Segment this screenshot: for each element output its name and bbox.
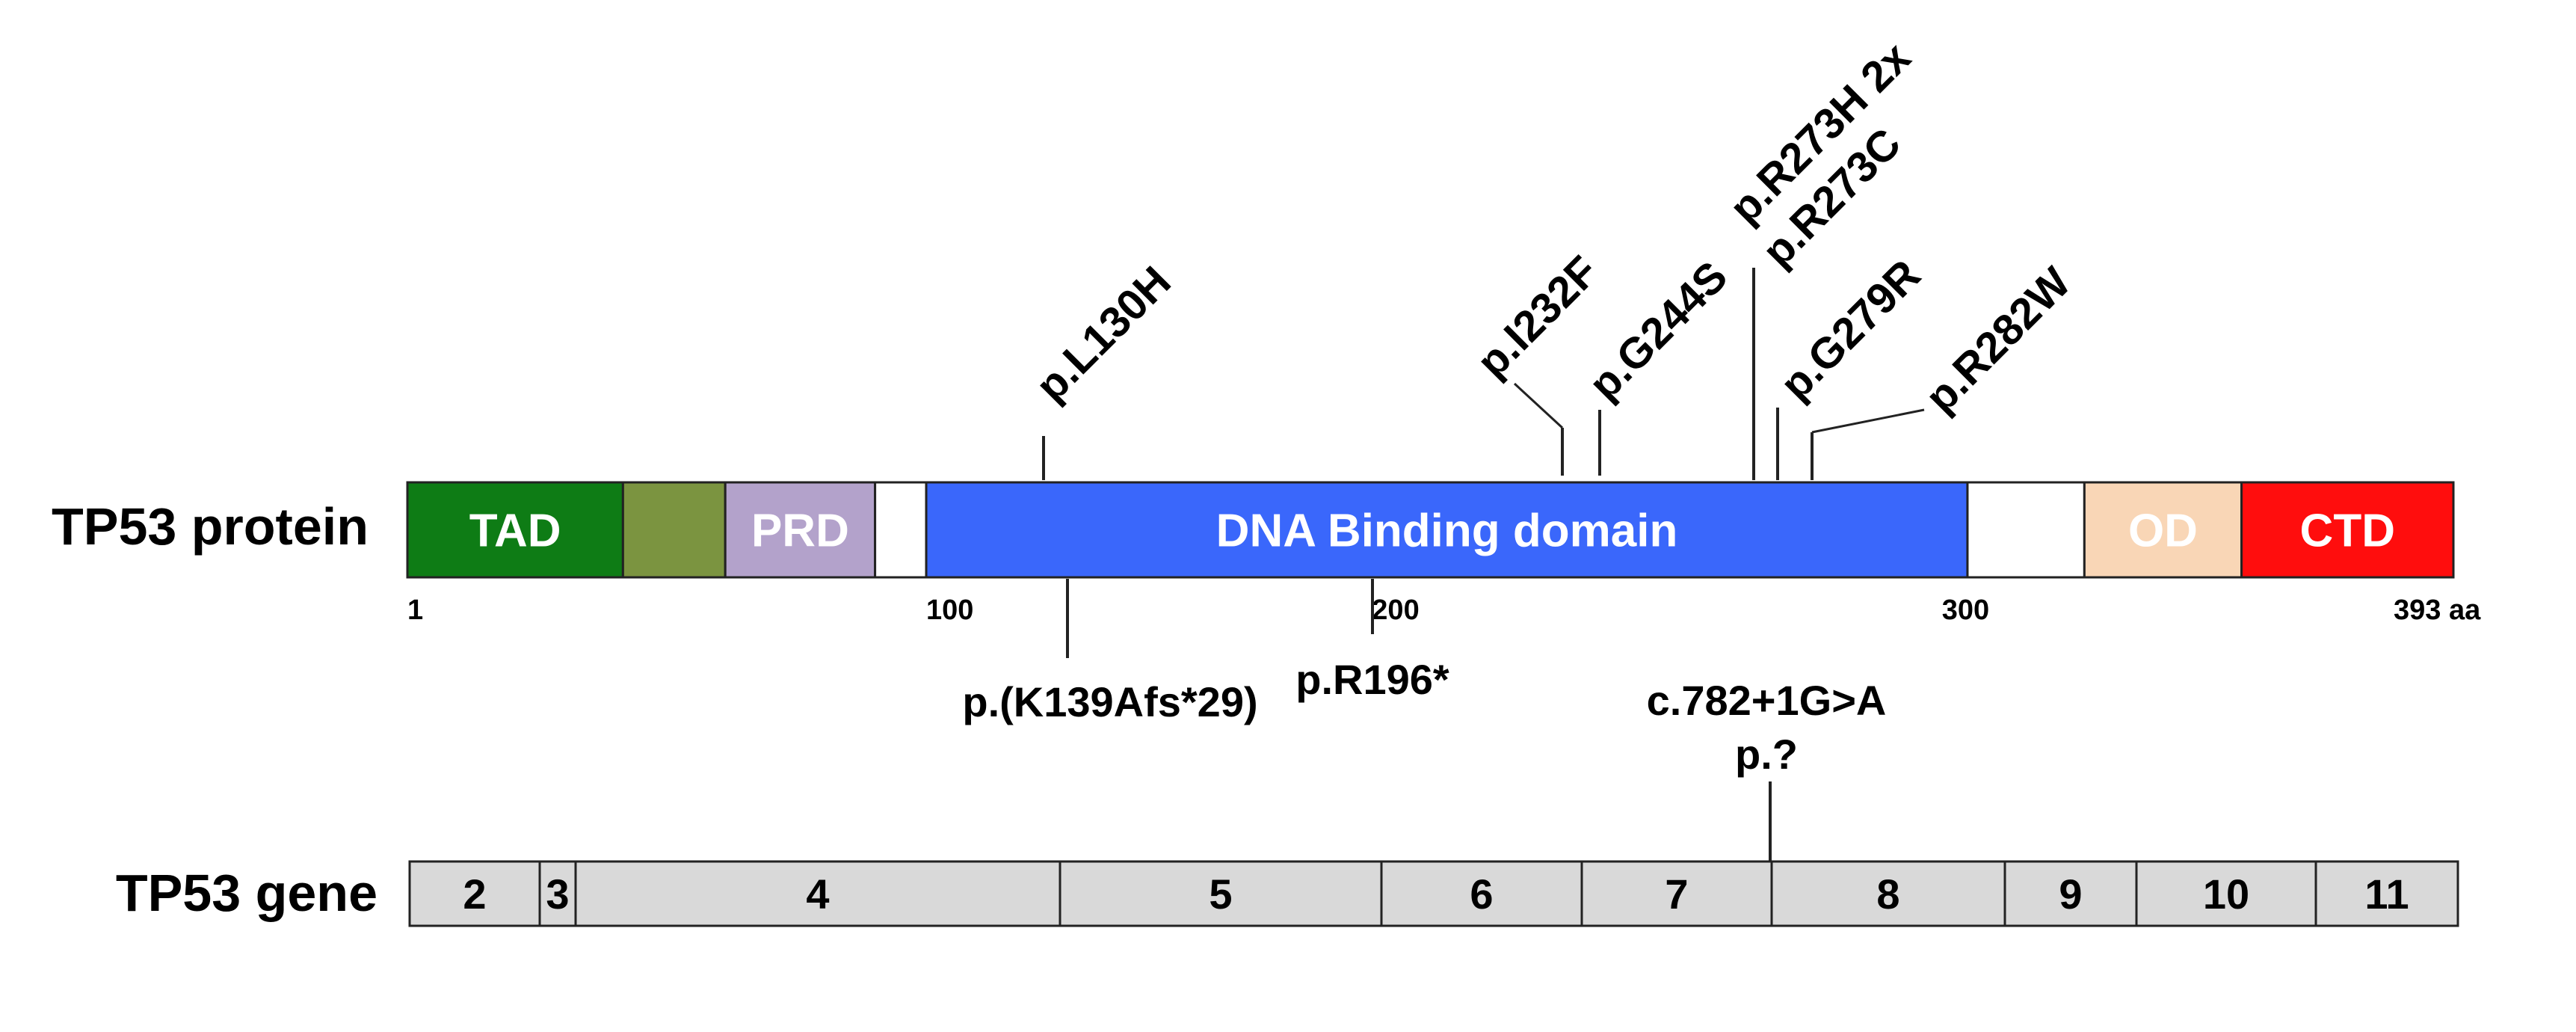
exon-label: 3: [546, 870, 569, 918]
domain-label-tad: TAD: [469, 506, 561, 557]
exon-2: [408, 860, 541, 927]
exon-7: [1580, 860, 1773, 927]
variant-label-p-g279r: p.G279R: [1771, 251, 1929, 409]
gene-exon-track: 2 3 4 5 6 7 8 9 10 11: [408, 860, 2459, 927]
gene-row-label: TP53 gene: [116, 864, 378, 922]
variants-above: p.L130H p.I232F p.G244S p.R273H 2x p.R27…: [1026, 33, 2080, 480]
exon-label: 4: [806, 870, 829, 918]
domain-gap2: [1966, 481, 2086, 579]
variant-label-p-r196: p.R196*: [1295, 656, 1449, 703]
variant-label-p-r282w: p.R282W: [1916, 258, 2080, 422]
exon-label: 11: [2364, 870, 2409, 918]
domain-ad2: [621, 481, 727, 579]
variants-below: p.(K139Afs*29) p.R196*: [962, 579, 1449, 725]
domain-label-ctd: CTD: [2300, 506, 2395, 557]
domain-label-prd: PRD: [751, 506, 849, 557]
tick-label: 200: [1372, 595, 1419, 626]
exon-label: 8: [1876, 870, 1899, 918]
domain-label-od: OD: [2128, 506, 2198, 557]
tick-label: 393 aa: [2394, 595, 2481, 626]
exon-label: 7: [1665, 870, 1688, 918]
domain-label-dbd: DNA Binding domain: [1216, 506, 1678, 557]
tick-label: 300: [1942, 595, 1989, 626]
protein-row-label: TP53 protein: [52, 497, 369, 556]
variant-label-p-k139afs: p.(K139Afs*29): [962, 678, 1257, 725]
exon-6: [1380, 860, 1583, 927]
domain-prd: [724, 481, 877, 579]
variant-label-p-i232f: p.I232F: [1467, 247, 1607, 387]
splice-variant: c.782+1G>A p.?: [1647, 677, 1887, 861]
exon-11: [2314, 860, 2459, 927]
exon-label: 9: [2059, 870, 2082, 918]
exon-8: [1770, 860, 2006, 927]
exon-10: [2135, 860, 2317, 927]
variant-label-p-l130h: p.L130H: [1026, 257, 1180, 411]
tick-label: 1: [407, 595, 423, 626]
exon-label: 6: [1470, 870, 1493, 918]
exon-label: 10: [2203, 870, 2249, 918]
exon-9: [2003, 860, 2138, 927]
protein-domain-track: TAD PRD DNA Binding domain OD CTD: [406, 481, 2455, 579]
axis-tick-labels: 1 100 200 300 393 aa: [407, 595, 2481, 626]
domain-dbd: [925, 481, 1969, 579]
splice-variant-protein: p.?: [1735, 731, 1798, 778]
domain-ctd: [2240, 481, 2455, 579]
variant-label-p-g244s: p.G244S: [1580, 252, 1737, 409]
exon-4: [574, 860, 1061, 927]
exon-label: 5: [1209, 870, 1232, 918]
exon-label: 2: [463, 870, 486, 918]
splice-variant-cdna: c.782+1G>A: [1647, 677, 1887, 724]
domain-tad: [406, 481, 624, 579]
exon-5: [1059, 860, 1383, 927]
domain-gap1: [874, 481, 928, 579]
tick-label: 100: [926, 595, 973, 626]
